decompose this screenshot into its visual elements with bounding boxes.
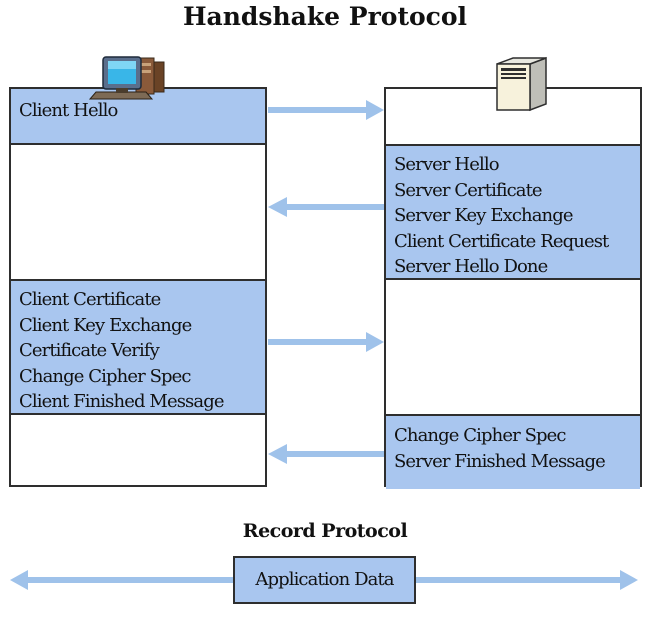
client-message-item: Client Finished Message bbox=[19, 391, 224, 412]
application-data-box: Application Data bbox=[233, 556, 416, 604]
diagram-title: Handshake Protocol bbox=[182, 2, 468, 31]
client-hello-block: Client Hello bbox=[11, 87, 265, 145]
arrow-record-right bbox=[414, 570, 638, 590]
server-finish-item: Server Finished Message bbox=[394, 450, 606, 472]
server-message-item: Server Key Exchange bbox=[394, 205, 574, 226]
arrow-server-finished bbox=[268, 444, 384, 464]
client-messages-block: Client Certificate Client Key Exchange C… bbox=[11, 279, 265, 415]
record-protocol-title: Record Protocol bbox=[242, 520, 408, 542]
client-message-item: Client Certificate bbox=[19, 289, 161, 310]
server-finish-item: Change Cipher Spec bbox=[394, 425, 567, 446]
server-message-item: Server Certificate bbox=[394, 179, 543, 201]
client-message-item: Certificate Verify bbox=[19, 340, 160, 361]
server-message-item: Server Hello bbox=[394, 154, 500, 175]
server-messages-block: Server Hello Server Certificate Server K… bbox=[386, 144, 640, 280]
client-column: Client Hello Client Certificate Client K… bbox=[9, 87, 267, 487]
arrow-server-hello bbox=[268, 197, 384, 217]
client-hello-label: Client Hello bbox=[19, 100, 118, 121]
server-finish-block: Change Cipher Spec Server Finished Messa… bbox=[386, 414, 640, 489]
arrow-client-hello bbox=[268, 100, 384, 120]
client-message-item: Change Cipher Spec bbox=[19, 365, 192, 387]
arrow-record-left bbox=[10, 570, 235, 590]
server-message-item: Client Certificate Request bbox=[394, 230, 609, 252]
server-column: Server Hello Server Certificate Server K… bbox=[384, 87, 642, 489]
arrow-client-messages bbox=[268, 332, 384, 352]
client-message-item: Client Key Exchange bbox=[19, 314, 192, 336]
server-message-item: Server Hello Done bbox=[394, 256, 548, 277]
